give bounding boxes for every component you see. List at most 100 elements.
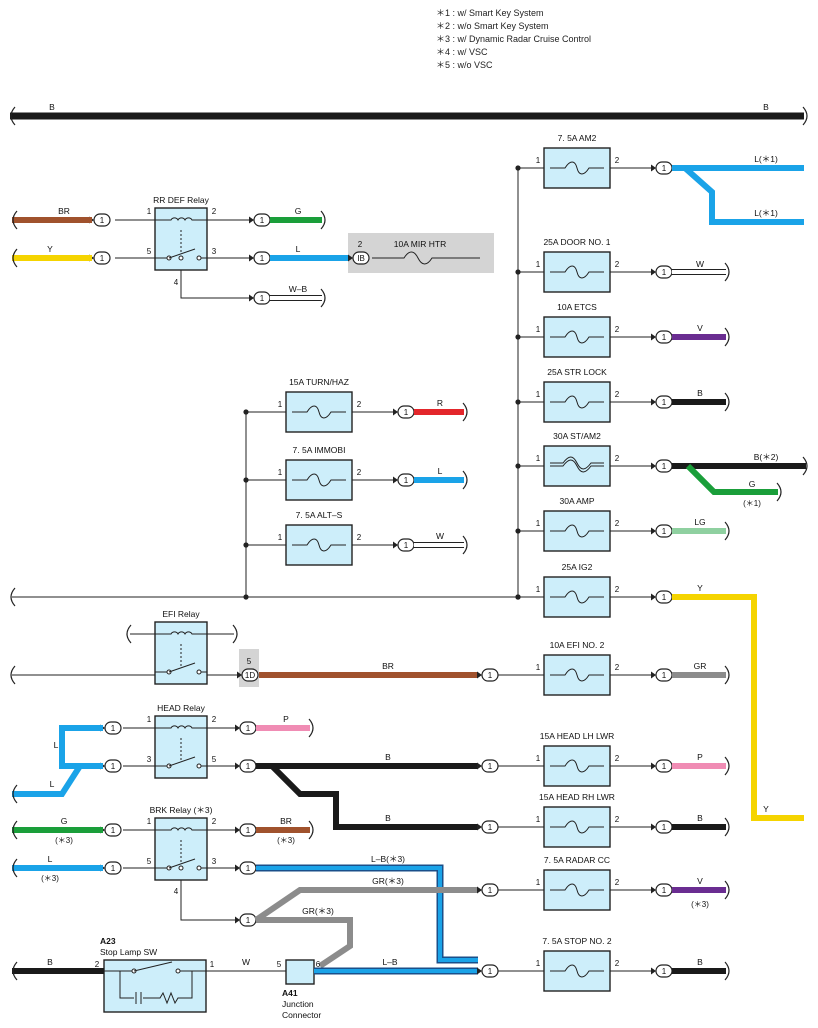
pin-number: 2 xyxy=(615,390,620,399)
wire-label: P xyxy=(283,714,289,724)
fuse-icon xyxy=(550,161,604,175)
connector-arrow-icon xyxy=(348,254,353,262)
connector-arrow-icon xyxy=(393,408,398,416)
wire-label: L–B(＊3) xyxy=(371,854,405,864)
connector-arrow-icon xyxy=(651,593,656,601)
junction-connector-box xyxy=(285,959,315,985)
connector-1d: 1D xyxy=(245,671,255,680)
fuse-icon xyxy=(550,330,604,344)
wire-break-mark xyxy=(462,535,468,555)
pin-number: 4 xyxy=(174,278,179,287)
connector-1: 1 xyxy=(662,527,667,536)
wire-note: (＊3) xyxy=(55,836,73,845)
fuse-icon xyxy=(292,538,346,552)
wire-break-mark xyxy=(12,858,18,878)
connector-1: 1 xyxy=(488,823,493,832)
connector-1: 1 xyxy=(404,408,409,417)
stop-sw-code: A23 xyxy=(100,936,116,946)
pin-number: 1 xyxy=(536,260,541,269)
wire-lb-brk xyxy=(256,866,478,962)
connector-1: 1 xyxy=(100,254,105,263)
fuse-radar-label: 7. 5A RADAR CC xyxy=(544,855,610,865)
wire-label: L xyxy=(296,244,301,254)
wire-label: B xyxy=(697,957,703,967)
pin-number: 2 xyxy=(615,156,620,165)
fuse-alts-label: 7. 5A ALT–S xyxy=(296,510,343,520)
pin-number: 2 xyxy=(357,533,362,542)
pin-number: 2 xyxy=(615,663,620,672)
connector-1: 1 xyxy=(111,724,116,733)
fuse-icon xyxy=(292,405,346,419)
wire-break-mark xyxy=(12,248,18,268)
junction-dot xyxy=(243,594,249,600)
connector-1: 1 xyxy=(662,886,667,895)
wire-label: W xyxy=(242,957,250,967)
connector-arrow-icon xyxy=(651,462,656,470)
wire-break-mark xyxy=(12,210,18,230)
wire-break-mark xyxy=(724,817,730,837)
pin-number: 1 xyxy=(147,715,152,724)
pin-number: 1 xyxy=(536,585,541,594)
connector-1: 1 xyxy=(111,864,116,873)
wire-break-mark xyxy=(10,665,16,685)
connector-1: 1 xyxy=(260,216,265,225)
fuse-headlh-label: 15A HEAD LH LWR xyxy=(540,731,614,741)
pin-number: 2 xyxy=(615,815,620,824)
pin-number: 1 xyxy=(147,207,152,216)
wire-break-mark xyxy=(724,262,730,282)
fuse-icon xyxy=(372,251,480,265)
connector-arrow-icon xyxy=(477,823,482,831)
wire-label: L xyxy=(50,779,55,789)
switch-contact-icon xyxy=(175,968,181,974)
wire-label: Y xyxy=(47,244,53,254)
connector-1: 1 xyxy=(246,762,251,771)
pin-number: 3 xyxy=(147,755,152,764)
pin-number: 1 xyxy=(536,156,541,165)
junction-dot xyxy=(515,463,521,469)
wire-break-mark xyxy=(308,718,314,738)
pin-number: 2 xyxy=(212,817,217,826)
wire-label: B xyxy=(47,957,53,967)
junction-line2: Connector xyxy=(282,1010,321,1020)
relay-switch-icon xyxy=(168,662,196,673)
connector-1: 1 xyxy=(260,254,265,263)
connector-arrow-icon xyxy=(249,294,254,302)
wire-gr-brk xyxy=(254,887,478,923)
connector-arrow-icon xyxy=(477,886,482,894)
connector-arrow-icon xyxy=(249,216,254,224)
wire-label: W xyxy=(436,531,444,541)
bus-label-right: B xyxy=(763,102,769,112)
relay-contact-icon xyxy=(196,763,202,769)
connector-arrow-icon xyxy=(393,476,398,484)
pin-number: 2 xyxy=(615,454,620,463)
wire-label: Y xyxy=(697,583,703,593)
connector-1: 1 xyxy=(246,864,251,873)
switch-lever-icon xyxy=(133,961,173,972)
relay-rrdef-label: RR DEF Relay xyxy=(153,195,209,205)
connector-1: 1 xyxy=(662,671,667,680)
junction-dot xyxy=(515,528,521,534)
fuse-icon xyxy=(550,524,604,538)
fuse-amp-label: 30A AMP xyxy=(560,496,595,506)
pin-number: 1 xyxy=(536,519,541,528)
wire-break-mark xyxy=(802,456,808,476)
pin-number: 4 xyxy=(174,887,179,896)
relay-contact-icon xyxy=(196,255,202,261)
fuse-door-label: 25A DOOR NO. 1 xyxy=(543,237,610,247)
pin-number: 1 xyxy=(536,878,541,887)
relay-efi-label: EFI Relay xyxy=(162,609,200,619)
stop-sw-name: Stop Lamp SW xyxy=(100,947,157,957)
pin-number: 1 xyxy=(278,400,283,409)
pin-number: 5 xyxy=(147,247,152,256)
wire-label: B xyxy=(385,813,391,823)
relay-brk-label: BRK Relay (＊3) xyxy=(150,805,213,815)
wire-break-mark xyxy=(12,961,18,981)
fuse-icon xyxy=(550,820,604,834)
fuse-icon xyxy=(550,265,604,279)
fuse-ig2-label: 25A IG2 xyxy=(562,562,593,572)
relay-coil-icon xyxy=(155,725,207,730)
wire-break-mark xyxy=(724,756,730,776)
relay-contact-icon xyxy=(196,669,202,675)
fuse-icon xyxy=(550,883,604,897)
